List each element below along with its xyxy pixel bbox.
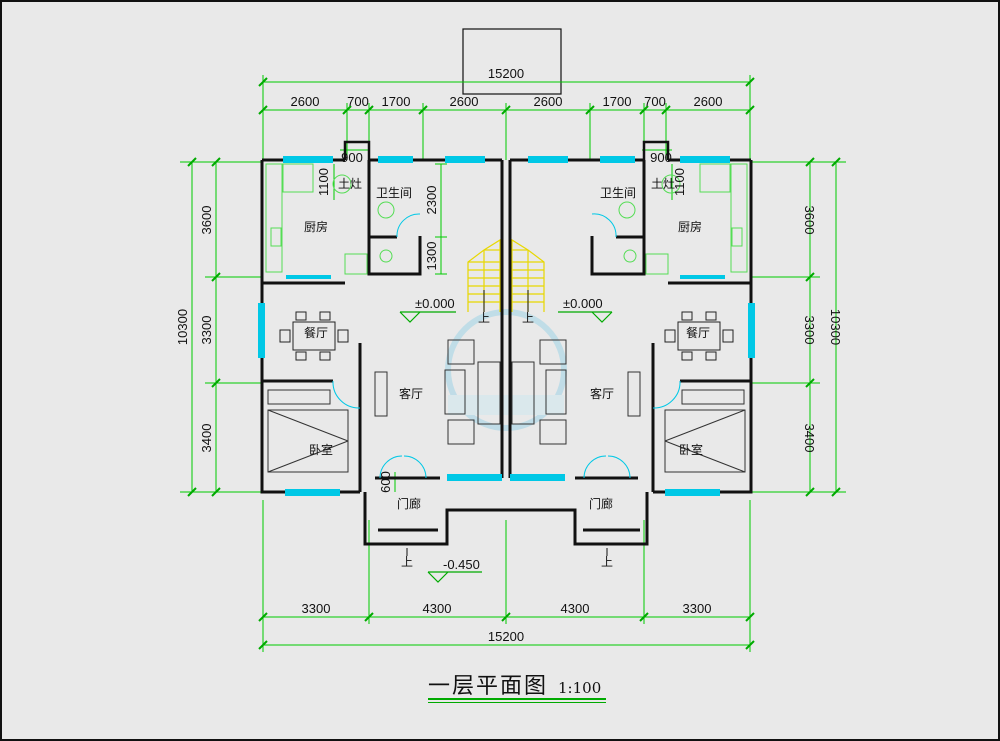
dim-left-overall: 10300 bbox=[175, 309, 190, 345]
room-label-bathroom: 卫生间 bbox=[376, 186, 412, 200]
dim-top-seg: 1700 bbox=[382, 94, 411, 109]
dim-bottom-seg: 4300 bbox=[561, 601, 590, 616]
dining-table-right bbox=[664, 311, 734, 361]
elevation-floor: ±0.000 bbox=[563, 296, 603, 311]
dim-bath-a: 2300 bbox=[424, 186, 439, 215]
room-label-living: 客厅 bbox=[399, 386, 423, 401]
room-label-kitchen: 厨房 bbox=[678, 219, 702, 234]
dim-top-overall: 15200 bbox=[488, 66, 524, 81]
stair-up-label: 上 bbox=[478, 311, 490, 325]
elevation-floor: ±0.000 bbox=[415, 296, 455, 311]
dim-top-seg: 2600 bbox=[694, 94, 723, 109]
entry-up-label: 上 bbox=[401, 555, 413, 569]
room-label-dining: 餐厅 bbox=[686, 325, 710, 340]
dim-top-seg: 2600 bbox=[450, 94, 479, 109]
dim-top-seg: 700 bbox=[644, 94, 666, 109]
dining-table-left bbox=[279, 311, 349, 361]
sofa-set-left bbox=[444, 339, 501, 445]
roof-outline bbox=[462, 28, 562, 95]
dim-bottom-seg: 3300 bbox=[683, 601, 712, 616]
elevation-outside: -0.450 bbox=[443, 557, 480, 572]
dim-left-seg: 3400 bbox=[199, 424, 214, 453]
dim-bottom-seg: 3300 bbox=[302, 601, 331, 616]
dim-stove-depth-left: 1100 bbox=[316, 168, 331, 196]
room-label-porch: 门廊 bbox=[589, 496, 613, 511]
stove-recess bbox=[343, 140, 670, 160]
dim-stove-width-right: 900 bbox=[650, 150, 672, 165]
dim-top-seg: 1700 bbox=[603, 94, 632, 109]
stair-up-label: 上 bbox=[522, 311, 534, 325]
dim-stove-width-left: 900 bbox=[341, 150, 363, 165]
bed-left bbox=[267, 389, 349, 473]
dim-right-seg: 3600 bbox=[802, 206, 817, 235]
room-label-dining: 餐厅 bbox=[304, 325, 328, 340]
room-label-bedroom: 卧室 bbox=[679, 442, 703, 457]
dim-right-overall: 10300 bbox=[828, 309, 843, 345]
dim-left-seg: 3600 bbox=[199, 206, 214, 235]
dim-bath-b: 1300 bbox=[424, 242, 439, 271]
dimension-ticks bbox=[187, 77, 841, 650]
walls bbox=[260, 158, 753, 546]
dim-bottom-overall: 15200 bbox=[488, 629, 524, 644]
elevation-markers bbox=[399, 311, 613, 583]
room-label-stove: 土灶 bbox=[651, 177, 675, 191]
room-label-bedroom: 卧室 bbox=[309, 442, 333, 457]
dim-top-seg: 2600 bbox=[534, 94, 563, 109]
dim-top-seg: 700 bbox=[347, 94, 369, 109]
stairs bbox=[467, 238, 545, 312]
title-text: 一层平面图 bbox=[428, 674, 549, 699]
title-underline bbox=[428, 698, 606, 700]
dimension-lines bbox=[180, 75, 846, 652]
drawing-title: 一层平面图 1:100 bbox=[428, 668, 606, 703]
dim-left-seg: 3300 bbox=[199, 316, 214, 345]
title-scale: 1:100 bbox=[558, 679, 602, 697]
windows bbox=[258, 156, 755, 496]
sofa-set-right bbox=[511, 339, 567, 445]
bed-right bbox=[664, 389, 746, 473]
room-label-kitchen: 厨房 bbox=[304, 219, 328, 234]
dim-right-seg: 3400 bbox=[802, 424, 817, 453]
room-label-bathroom: 卫生间 bbox=[600, 186, 636, 200]
dim-right-seg: 3300 bbox=[802, 316, 817, 345]
dim-porch-step: 600 bbox=[378, 471, 393, 493]
stair-arrows bbox=[406, 290, 608, 556]
room-label-living: 客厅 bbox=[590, 386, 614, 401]
dim-stove-depth-right: 1100 bbox=[672, 168, 687, 196]
dim-bottom-seg: 4300 bbox=[423, 601, 452, 616]
room-label-porch: 门廊 bbox=[397, 496, 421, 511]
fixtures bbox=[265, 163, 748, 275]
entry-up-label: 上 bbox=[601, 555, 613, 569]
title-underline bbox=[428, 702, 606, 703]
room-label-stove: 土灶 bbox=[338, 177, 362, 191]
tv-cabinets bbox=[374, 371, 641, 417]
dim-top-seg: 2600 bbox=[291, 94, 320, 109]
door-swings bbox=[332, 213, 681, 479]
